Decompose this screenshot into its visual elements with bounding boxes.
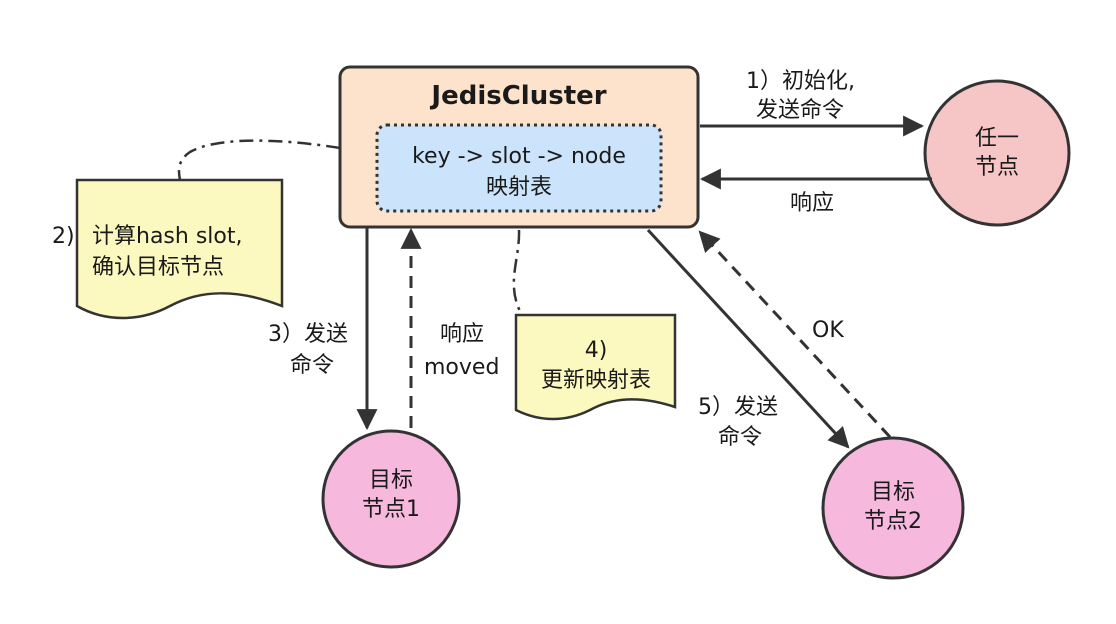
node-target-2-line1: 目标 [871,480,915,505]
connector-compute-note [177,139,341,181]
note-update-line1: 4) [585,338,608,363]
node-target-2-line2: 节点2 [864,509,922,534]
label-send3-line2: 命令 [290,353,334,378]
node-target-1-line2: 节点1 [362,497,420,522]
label-send5-line1: 5）发送 [698,395,778,420]
note-update-line2: 更新映射表 [541,368,651,393]
note-update-mapping: 4) 更新映射表 [514,313,677,421]
node-any-line1: 任一 [975,126,1019,151]
arrow-send-target-2 [646,228,850,449]
label-moved-line2: moved [424,355,499,380]
label-send5-line2: 命令 [718,425,762,450]
node-target-2: 目标 节点2 [821,436,965,580]
note-compute-slot: 2) 计算hash slot, 确认目标节点 [52,178,284,320]
mapping-table-line1: key -> slot -> node [412,144,626,169]
label-response-any: 响应 [790,191,834,216]
mapping-table-line2: 映射表 [486,175,552,200]
label-send3-line1: 3）发送 [268,322,348,347]
label-init-line1: 1）初始化, [746,69,855,94]
label-moved-line1: 响应 [440,322,484,347]
node-target-1-line1: 目标 [369,468,413,493]
node-any: 任一 节点 [923,79,1071,227]
label-init-line2: 发送命令 [756,98,844,123]
jediscluster-title: JedisCluster [429,81,606,111]
node-target-1: 目标 节点1 [321,429,461,569]
node-any-line2: 节点 [975,155,1019,180]
arrow-ok-response [698,230,892,439]
note-compute-step: 2) [52,224,75,249]
jediscluster-box: JedisCluster key -> slot -> node 映射表 [338,65,700,229]
note-compute-line1: 计算hash slot, [92,224,242,249]
note-compute-line2: 确认目标节点 [92,255,224,280]
mapping-table-box [375,123,663,213]
connector-update-note [512,229,524,316]
label-ok: OK [812,318,844,343]
